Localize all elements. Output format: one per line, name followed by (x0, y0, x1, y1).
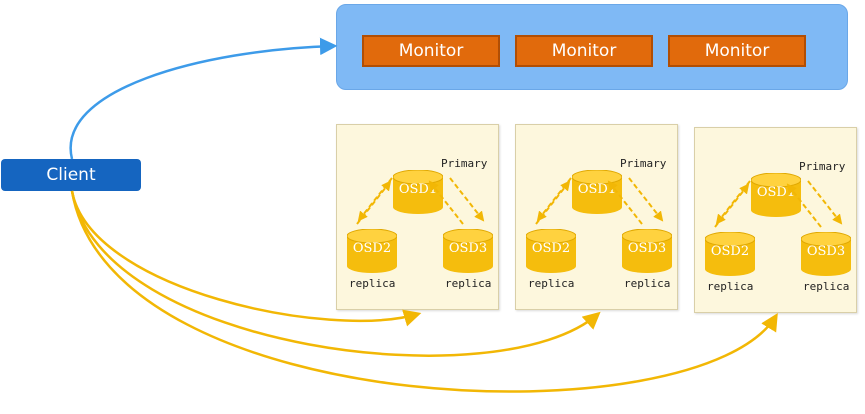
osd-label: OSD2 (531, 241, 571, 256)
placement-group-1: Primary OSD1 OSD2 OSD3 replica replica (336, 124, 499, 310)
primary-role-label: Primary (799, 160, 846, 173)
placement-group-3: Primary OSD1 OSD2 OSD3 replica replica (694, 127, 857, 313)
osd-primary[interactable]: OSD1 (572, 170, 622, 214)
monitor-node-3[interactable]: Monitor (668, 35, 806, 67)
replica-role-label: replica (528, 277, 575, 290)
osd-replica-a[interactable]: OSD2 (526, 229, 576, 273)
osd-replica-a[interactable]: OSD2 (347, 229, 397, 273)
replica-role-label: replica (349, 277, 396, 290)
osd-label: OSD2 (710, 244, 750, 259)
osd-label: OSD1 (577, 182, 617, 197)
osd-label: OSD3 (627, 241, 667, 256)
osd-label: OSD2 (352, 241, 392, 256)
replica-role-label: replica (445, 277, 492, 290)
monitor-node-2[interactable]: Monitor (515, 35, 653, 67)
monitor-cluster-panel: Monitor Monitor Monitor (336, 4, 848, 90)
osd-label: OSD1 (756, 185, 796, 200)
osd-replica-a[interactable]: OSD2 (705, 232, 755, 276)
osd-primary[interactable]: OSD1 (393, 170, 443, 214)
replica-role-label: replica (624, 277, 671, 290)
client-node[interactable]: Client (1, 159, 141, 191)
primary-role-label: Primary (441, 157, 488, 170)
osd-replica-b[interactable]: OSD3 (801, 232, 851, 276)
primary-role-label: Primary (620, 157, 667, 170)
osd-label: OSD3 (448, 241, 488, 256)
client-monitor-link (69, 37, 338, 160)
osd-label: OSD1 (398, 182, 438, 197)
osd-replica-b[interactable]: OSD3 (443, 229, 493, 273)
monitor-node-1[interactable]: Monitor (362, 35, 500, 67)
osd-primary[interactable]: OSD1 (751, 173, 801, 217)
replica-role-label: replica (707, 280, 754, 293)
osd-label: OSD3 (806, 244, 846, 259)
osd-replica-b[interactable]: OSD3 (622, 229, 672, 273)
replica-role-label: replica (803, 280, 850, 293)
cylinder-icon (801, 232, 851, 276)
placement-group-2: Primary OSD1 OSD2 OSD3 replica replica (515, 124, 678, 310)
